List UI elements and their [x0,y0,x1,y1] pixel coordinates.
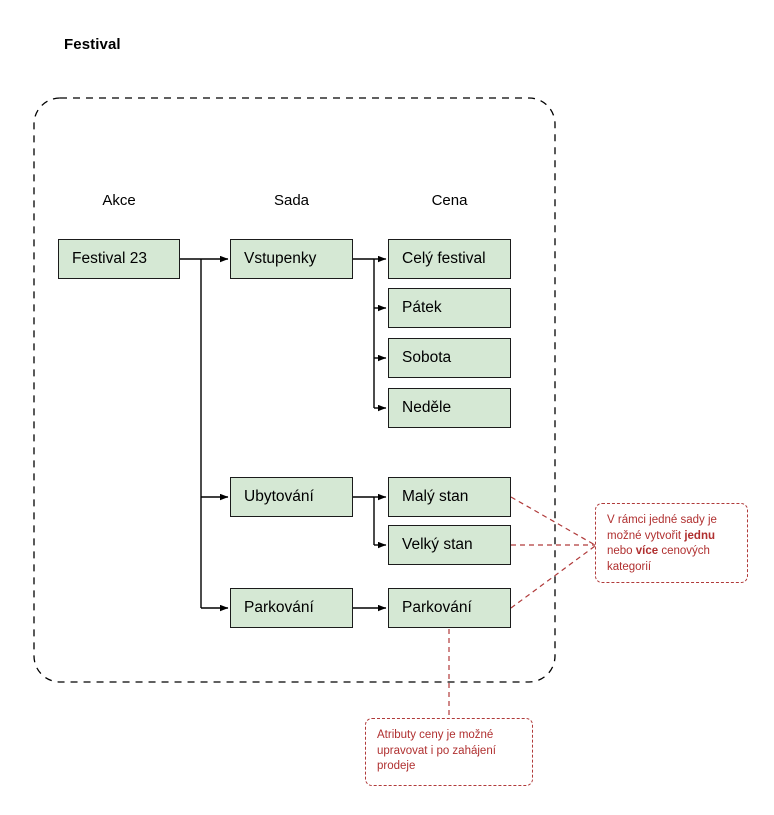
node-nedele[interactable]: Neděle [388,388,511,428]
node-parkovani-cena[interactable]: Parkování [388,588,511,628]
node-maly-stan[interactable]: Malý stan [388,477,511,517]
note-price-categories-line4: kategorií [607,560,652,573]
node-cely-festival[interactable]: Celý festival [388,239,511,279]
note-price-categories-emph-jednu: jednu [684,529,715,542]
note-price-attributes-line2: upravovat i po zahájení [377,744,496,757]
note-price-categories: V rámci jedné sady je možné vytvořit jed… [595,503,748,583]
column-header-akce: Akce [102,192,136,209]
node-patek[interactable]: Pátek [388,288,511,328]
node-festival-23[interactable]: Festival 23 [58,239,180,279]
column-header-cena: Cena [431,192,468,209]
note-price-categories-line1: V rámci jedné sady je [607,514,717,526]
node-sobota[interactable]: Sobota [388,338,511,378]
node-ubytovani[interactable]: Ubytování [230,477,353,517]
note-price-categories-line3-c: cenových [658,545,710,557]
column-header-sada: Sada [273,192,310,209]
note-price-categories-emph-vice: více [635,545,659,557]
node-parkovani-sada[interactable]: Parkování [230,588,353,628]
note-price-attributes: Atributy ceny je možné upravovat i po za… [365,718,533,786]
node-velky-stan[interactable]: Velký stan [388,525,511,565]
note-price-categories-line3-a: nebo [607,545,636,557]
note-price-categories-line2-a: možné vytvořit [607,529,685,542]
node-vstupenky[interactable]: Vstupenky [230,239,353,279]
page-title: Festival [64,36,121,53]
note-price-attributes-line1: Atributy ceny je možné [377,729,494,741]
note-price-attributes-line3: prodeje [377,760,416,772]
